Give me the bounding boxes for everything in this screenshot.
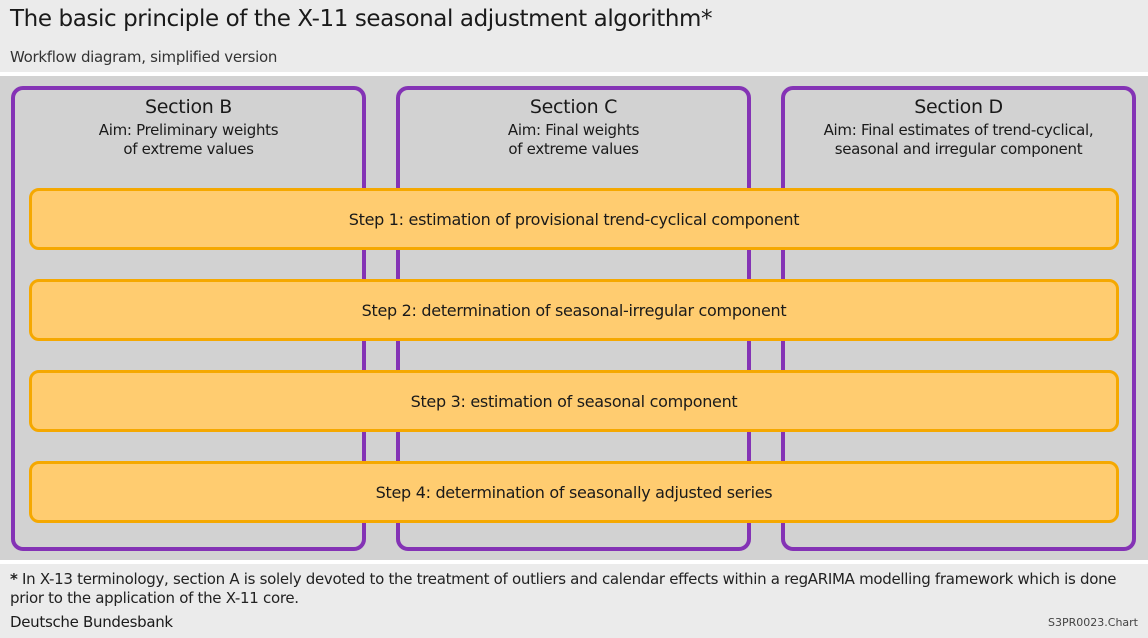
chart-title: The basic principle of the X-11 seasonal… xyxy=(10,6,713,32)
section-aim: Aim: Final estimates of trend-cyclical,s… xyxy=(823,121,1094,158)
divider xyxy=(0,72,1148,76)
section-title: Section B xyxy=(145,96,232,118)
section-title: Section D xyxy=(914,96,1003,118)
chart-code: S3PR0023.Chart xyxy=(1048,616,1138,629)
divider xyxy=(0,560,1148,564)
chart-subtitle: Workflow diagram, simplified version xyxy=(10,48,278,66)
footnote: * In X-13 terminology, section A is sole… xyxy=(10,570,1117,607)
step-4: Step 4: determination of seasonally adju… xyxy=(29,461,1119,523)
step-3: Step 3: estimation of seasonal component xyxy=(29,370,1119,432)
step-2: Step 2: determination of seasonal-irregu… xyxy=(29,279,1119,341)
step-1: Step 1: estimation of provisional trend-… xyxy=(29,188,1119,250)
source-label: Deutsche Bundesbank xyxy=(10,613,173,631)
section-title: Section C xyxy=(529,96,618,118)
